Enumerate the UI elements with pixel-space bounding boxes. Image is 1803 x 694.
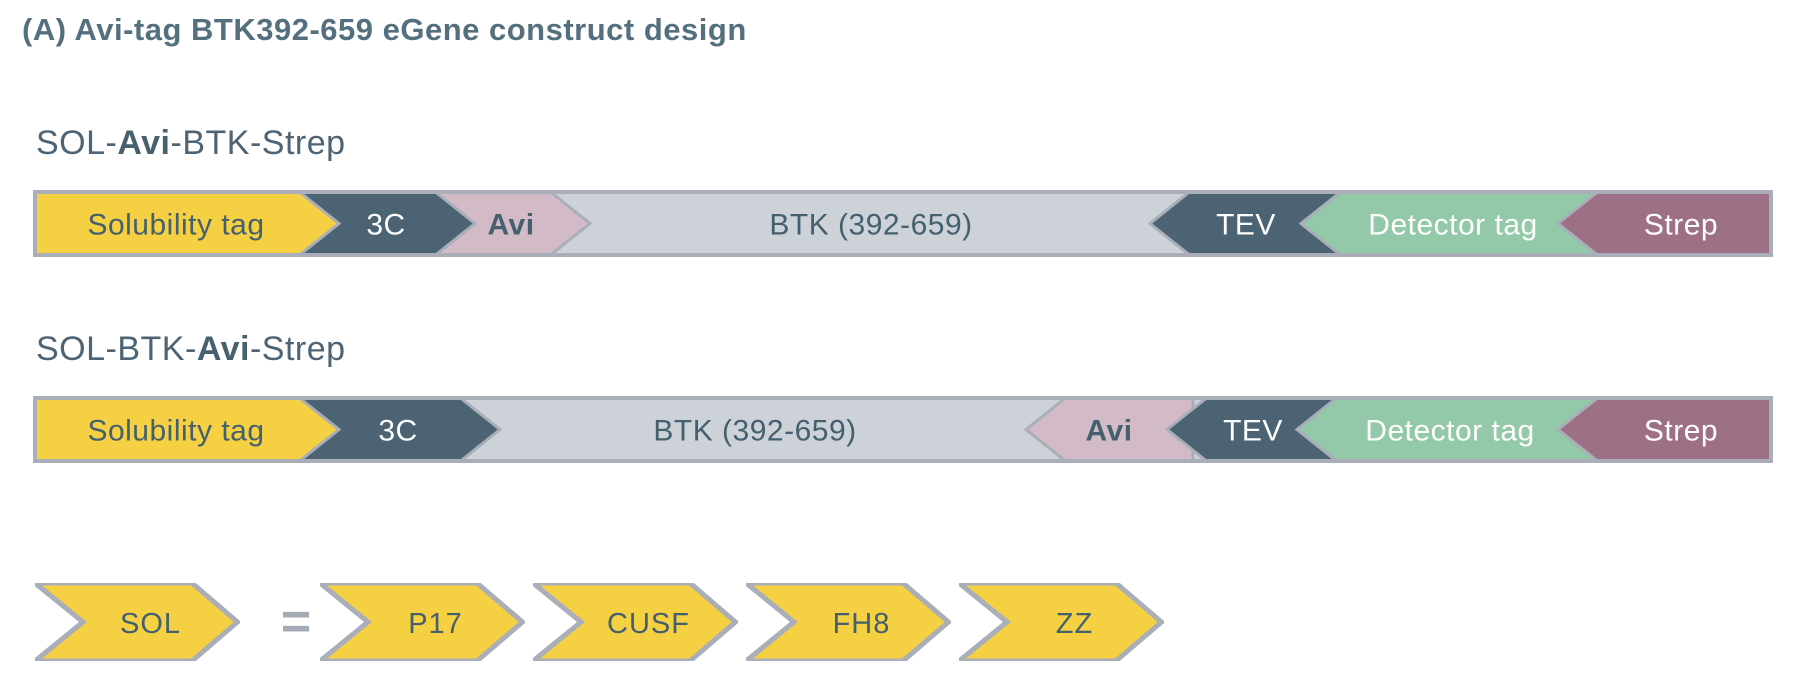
legend-item-fh8-arrow-label: FH8 (833, 608, 891, 640)
construct-1-name-post: -BTK-Strep (170, 124, 346, 162)
construct-1-bar: Solubility tag 3C Avi BTK (392-659) TEV Detec… (33, 190, 1773, 257)
legend-item-zz-arrow: ZZ (959, 583, 1164, 661)
bar-outline (33, 396, 1773, 463)
legend-sol-arrow: SOL (35, 583, 240, 661)
construct-2-name-post: -Strep (249, 330, 346, 368)
tev-label: TEV (1216, 209, 1276, 242)
legend-item-zz-arrow-shape (959, 583, 1164, 661)
3c-label: 3C (366, 209, 405, 242)
strep-segment (1555, 396, 1773, 463)
legend-item-fh8-arrow: FH8 (746, 583, 951, 661)
legend-item-zz-arrow-label: ZZ (1056, 608, 1093, 640)
sol-legend: = SOL P17 CUSF FH8 ZZ (0, 583, 1803, 661)
btk-label: BTK (392-659) (769, 209, 972, 242)
construct-2-name-pre: SOL-BTK- (36, 330, 197, 368)
strep-label: Strep (1644, 415, 1718, 448)
legend-item-cusf-arrow: CUSF (533, 583, 738, 661)
avi-label: Avi (1085, 415, 1132, 448)
solubility-tag-segment (33, 396, 342, 463)
legend-item-cusf-arrow-shape (533, 583, 738, 661)
detector-tag-label: Detector tag (1368, 209, 1537, 242)
btk-label: BTK (392-659) (653, 415, 856, 448)
construct-2-bar: Solubility tag 3C BTK (392-659) Avi TEV Detec… (33, 396, 1773, 463)
legend-sol-arrow-label: SOL (120, 608, 181, 640)
construct-1-bar-svg: Solubility tag 3C Avi BTK (392-659) TEV Detec… (33, 190, 1773, 257)
bar-outline (33, 190, 1773, 257)
tev-label: TEV (1223, 415, 1283, 448)
construct-1-name-pre: SOL- (36, 124, 118, 162)
equals-sign: = (280, 593, 312, 651)
construct-2-name-bold: Avi (196, 330, 250, 368)
solubility-tag-label: Solubility tag (87, 209, 264, 242)
construct-1-name-bold: Avi (117, 124, 171, 162)
detector-tag-label: Detector tag (1365, 415, 1534, 448)
solubility-tag-label: Solubility tag (87, 415, 264, 448)
construct-1-name: SOL-Avi-BTK-Strep (36, 124, 346, 163)
legend-item-p17-arrow: P17 (320, 583, 525, 661)
legend-sol-arrow-shape (35, 583, 240, 661)
3c-label: 3C (378, 415, 417, 448)
strep-label: Strep (1644, 209, 1718, 242)
legend-item-cusf-arrow-label: CUSF (607, 608, 690, 640)
construct-2-bar-svg: Solubility tag 3C BTK (392-659) Avi TEV Detec… (33, 396, 1773, 463)
figure-title: (A) Avi-tag BTK392-659 eGene construct d… (22, 12, 747, 47)
strep-segment (1555, 190, 1773, 257)
construct-2-name: SOL-BTK-Avi-Strep (36, 330, 346, 369)
avi-label: Avi (487, 209, 534, 242)
solubility-tag-segment (33, 190, 342, 257)
legend-item-fh8-arrow-shape (746, 583, 951, 661)
legend-item-p17-arrow-shape (320, 583, 525, 661)
legend-item-p17-arrow-label: P17 (408, 608, 463, 640)
